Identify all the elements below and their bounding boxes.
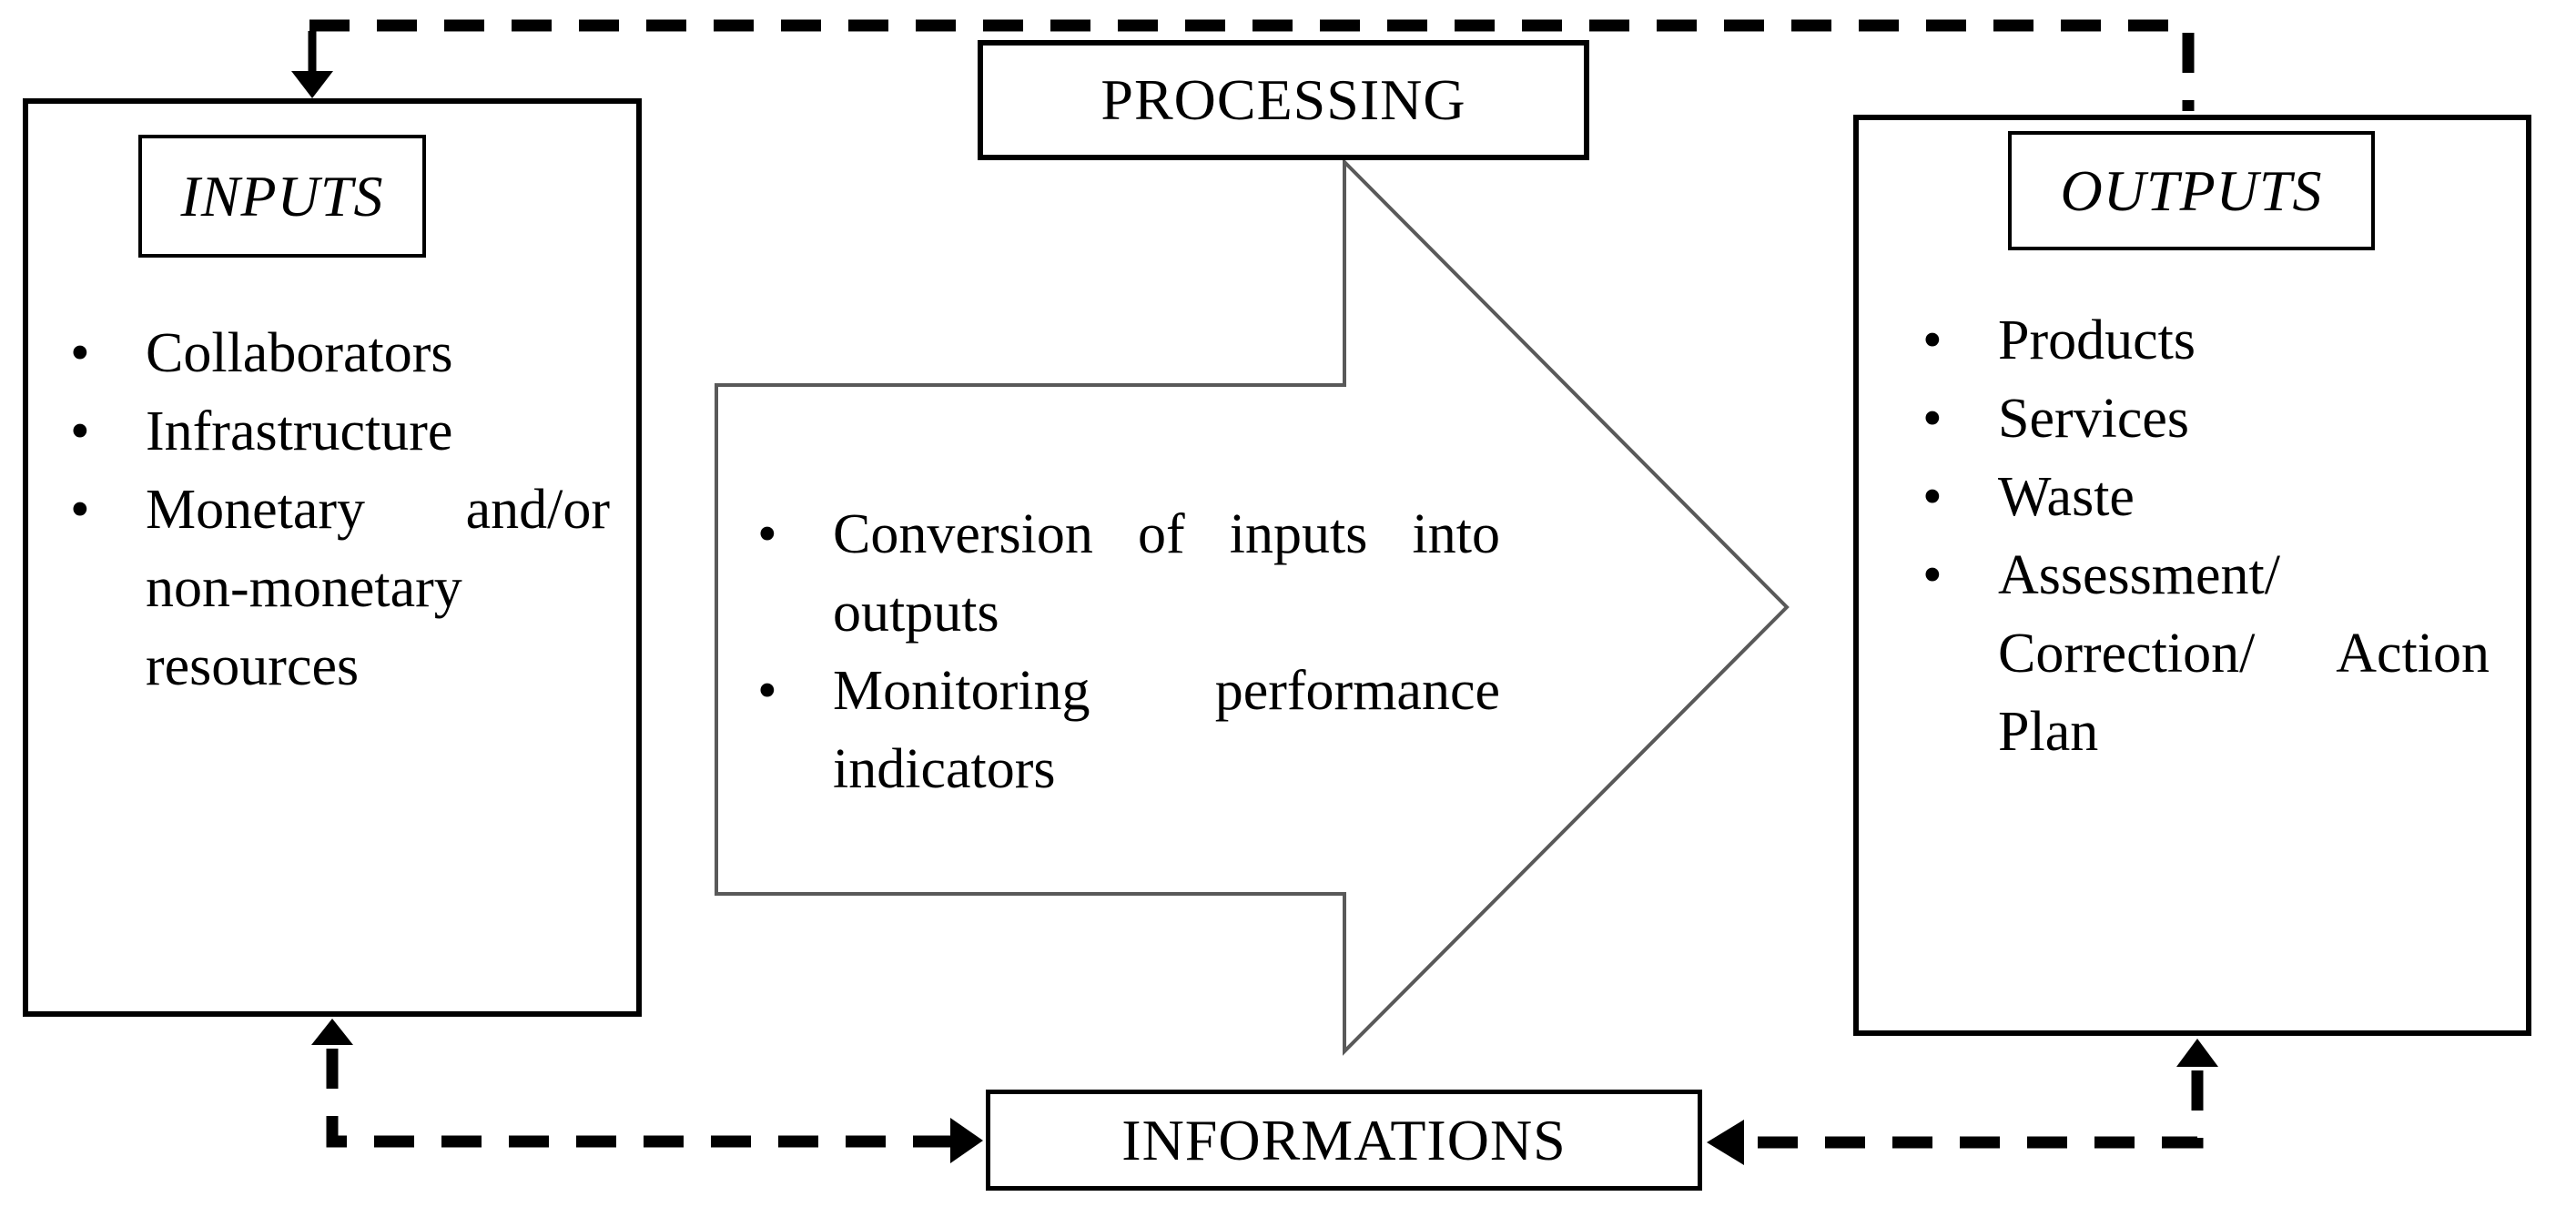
list-item: Products [1921, 301, 2490, 380]
list-item: Monetary and/or non-monetary resources [68, 471, 610, 705]
list-item: Collaborators [68, 314, 610, 392]
processing-label: PROCESSING [1100, 67, 1466, 132]
list-item: Conversion of inputs into outputs [756, 495, 1500, 652]
outputs-list: Products Services Waste Assessment/ Corr… [1921, 301, 2490, 771]
list-item: Services [1921, 380, 2490, 458]
outputs-informations-dashed-line [1744, 1070, 2204, 1149]
inputs-bottom-arrowhead-icon [311, 1019, 353, 1045]
list-item: Monitoring performance indicators [756, 652, 1500, 808]
outputs-bottom-arrowhead-icon [2176, 1039, 2218, 1067]
informations-left-arrowhead-icon [950, 1118, 983, 1163]
inputs-list: Collaborators Infrastructure Monetary an… [68, 314, 610, 705]
inputs-informations-dashed-line [326, 1049, 950, 1148]
list-item: Infrastructure [68, 392, 610, 471]
list-item: Assessment/ Correction/ Action Plan [1921, 536, 2490, 771]
inputs-label: INPUTS [180, 163, 384, 228]
list-item: Waste [1921, 458, 2490, 536]
informations-label: INFORMATIONS [1121, 1107, 1567, 1172]
outputs-label-box: OUTPUTS [2008, 131, 2375, 250]
informations-right-arrowhead-icon [1707, 1120, 1744, 1165]
outputs-label: OUTPUTS [2060, 157, 2323, 223]
inputs-label-box: INPUTS [138, 135, 426, 258]
processing-box: PROCESSING [978, 40, 1589, 160]
processing-list: Conversion of inputs into outputs Monito… [756, 495, 1500, 808]
top-feedback-dashed-line [309, 19, 2195, 111]
inputs-top-arrowhead-icon [291, 71, 333, 98]
informations-box: INFORMATIONS [986, 1090, 1702, 1191]
